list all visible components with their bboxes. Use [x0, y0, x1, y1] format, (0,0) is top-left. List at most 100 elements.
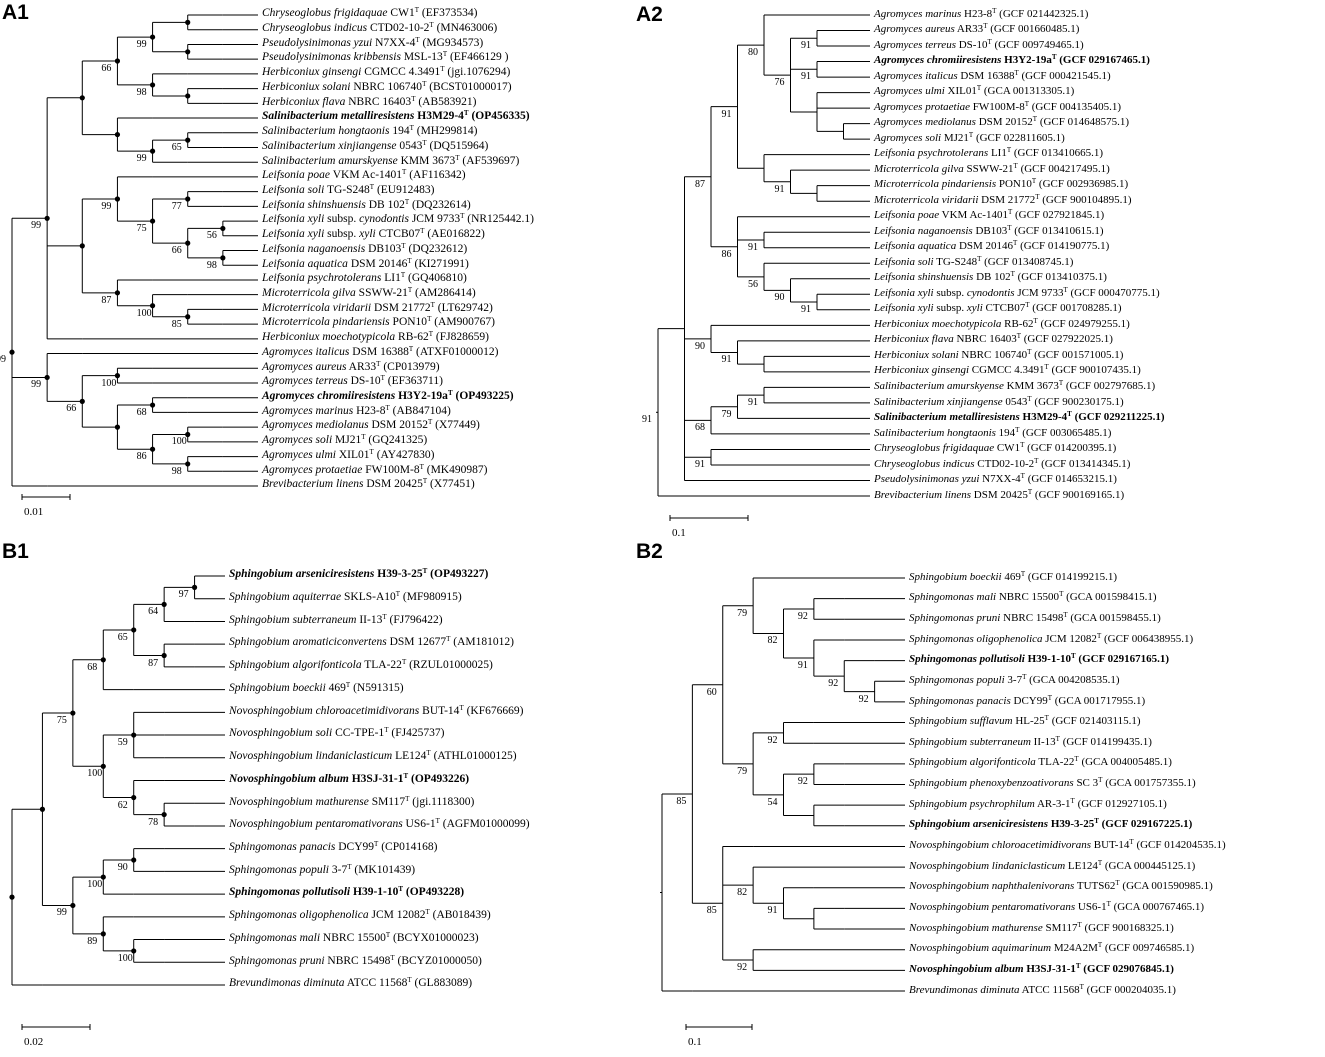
- taxon-label: Sphingobium arseniciresistens H39-3-25T …: [909, 817, 1193, 831]
- taxon-label: Agromyces terreus DS-10T (GCF 009749465.…: [874, 37, 1084, 51]
- taxon-label: Novosphingobium chloroacetimidivorans BU…: [229, 703, 524, 717]
- taxon-label: Agromyces protaetiae FW100M-8T (GCF 0041…: [874, 99, 1121, 113]
- taxon-label: Brevundimonas diminuta ATCC 11568T (GL88…: [229, 976, 473, 990]
- bootstrap-value: 75: [136, 223, 147, 235]
- bootstrap-value: 100: [87, 768, 103, 780]
- bootstrap-value: 85: [171, 318, 182, 330]
- taxon-label: Sphingomonas panacis DCY99T (GCA 0017179…: [909, 693, 1146, 707]
- taxon-label: Novosphingobium album H3SJ-31-1T (GCF 02…: [909, 961, 1174, 975]
- bootstrap-value: 87: [148, 657, 159, 669]
- bootstrap-value: 99: [101, 200, 112, 212]
- taxon-label: Leifsonia psychrotolerans LI1T (GCF 0134…: [874, 146, 1104, 160]
- bootstrap-value: 98: [206, 259, 217, 271]
- taxon-label: Sphingobium aromaticiconvertens DSM 1267…: [229, 635, 514, 649]
- bootstrap-value: 66: [171, 245, 182, 257]
- bootstrap-value: 100: [171, 436, 187, 448]
- taxon-label: Sphingomonas populi 3-7T (GCA 004208535.…: [909, 672, 1120, 686]
- taxon-label: Novosphingobium pentaromativorans US6-1T…: [909, 900, 1205, 914]
- taxon-label: Pseudolysinimonas yzui N7XX-4T (MG934573…: [262, 35, 484, 49]
- taxon-label: Sphingobium phenoxybenzoativorans SC 3T …: [909, 776, 1196, 790]
- taxon-label: Chryseoglobus indicus CTD02-10-2T (MN463…: [262, 21, 498, 35]
- panel-label-b1: B1: [2, 540, 29, 563]
- taxon-label: Novosphingobium naphthalenivorans TUTS62…: [909, 879, 1213, 893]
- taxon-label: Microterricola pindariensis PON10T (GCF …: [874, 177, 1129, 191]
- bootstrap-value: 76: [774, 77, 785, 89]
- taxon-label: Sphingobium aquiterrae SKLS-A10T (MF9809…: [229, 590, 462, 604]
- taxon-label: Sphingobium boeckii 469T (N591315): [229, 680, 404, 694]
- bootstrap-value: 82: [767, 635, 778, 647]
- taxon-label: Brevibacterium linens DSM 20425T (X77451…: [262, 477, 475, 491]
- taxon-label: Novosphingobium mathurense SM117T (GCF 9…: [909, 920, 1174, 934]
- taxon-label: Salinibacterium hongtaonis 194T (GCF 003…: [874, 425, 1112, 439]
- panel-label-a2: A2: [636, 3, 663, 26]
- taxon-label: Microterricola viridarii DSM 21772T (LT6…: [262, 300, 493, 314]
- taxon-label: Herbiconiux flava NBRC 16403T (GCF 02792…: [874, 332, 1113, 346]
- taxon-label: Agromyces mediolanus DSM 20152T (X77449): [262, 418, 480, 432]
- bootstrap-value: 92: [797, 610, 808, 622]
- bootstrap-value: 68: [136, 407, 147, 419]
- taxon-label: Herbiconiux moechotypicola RB-62T (FJ828…: [262, 330, 489, 344]
- bootstrap-value: 99: [136, 153, 147, 165]
- bootstrap-value: 64: [148, 606, 159, 618]
- node-dot: [44, 215, 50, 221]
- bootstrap-value: 68: [695, 422, 705, 434]
- bootstrap-value: 91: [801, 71, 811, 83]
- taxon-label: Agromyces protaetiae FW100M-8T (MK490987…: [262, 462, 488, 476]
- bootstrap-value: 79: [737, 607, 748, 619]
- panel-label-a1: A1: [2, 1, 29, 24]
- bootstrap-value: 100: [117, 952, 133, 964]
- bootstrap-value: 66: [101, 62, 112, 74]
- taxon-label: Leifsonia xyli subsp. xyli CTCB07T (AE01…: [262, 227, 485, 241]
- taxon-label: Sphingomonas pollutisoli H39-1-10T (OP49…: [229, 885, 465, 899]
- taxon-label: Novosphingobium lindaniclasticum LE124T …: [909, 858, 1196, 872]
- taxon-label: Leifsonia xyli subsp. cynodontis JCM 973…: [874, 285, 1160, 299]
- taxon-label: Chryseoglobus frigidaquae CW1T (EF373534…: [262, 6, 478, 20]
- bootstrap-value: 80: [748, 47, 758, 59]
- bootstrap-value: 65: [117, 631, 128, 643]
- bootstrap-value: 91: [797, 660, 808, 672]
- scale-bar-label: 0.01: [24, 506, 44, 518]
- taxon-label: Sphingobium arseniciresistens H39-3-25T …: [229, 567, 489, 581]
- bootstrap-value: 99: [56, 907, 67, 919]
- bootstrap-value: 68: [87, 661, 98, 673]
- taxon-label: Pseudolysinimonas yzui N7XX-4T (GCF 0146…: [874, 472, 1117, 486]
- bootstrap-value: 92: [737, 962, 748, 974]
- bootstrap-value: 90: [117, 862, 128, 874]
- taxon-label: Sphingobium subterraneum II-13T (GCF 014…: [909, 734, 1152, 748]
- taxon-label: Leifsonia aquatica DSM 20146T (KI271991): [262, 256, 469, 270]
- taxon-label: Novosphingobium pentaromativorans US6-1T…: [229, 817, 530, 831]
- taxon-label: Sphingobium algorifonticola TLA-22T (GCA…: [909, 755, 1172, 769]
- bootstrap-value: 99: [136, 39, 147, 51]
- taxon-label: Leifsonia soli TG-S248T (GCF 013408745.1…: [874, 254, 1074, 268]
- taxon-label: Agromyces mediolanus DSM 20152T (GCF 014…: [874, 115, 1130, 129]
- bootstrap-value: 54: [767, 796, 778, 808]
- taxon-label: Salinibacterium amurskyense KMM 3673T (G…: [874, 379, 1156, 392]
- taxon-label: Agromyces chromiiresistens H3Y2-19aT (GC…: [874, 53, 1150, 67]
- bootstrap-value: 98: [136, 86, 147, 98]
- taxon-label: Agromyces ulmi XIL01T (AY427830): [262, 447, 435, 461]
- bootstrap-value: 75: [56, 715, 67, 727]
- taxon-label: Sphingobium sufflavum HL-25T (GCF 021403…: [909, 714, 1141, 728]
- taxon-label: Microterricola gilva SSWW-21T (AM286414): [262, 285, 476, 299]
- taxon-label: Sphingomonas panacis DCY99T (CP014168): [229, 839, 438, 853]
- bootstrap-value: 91: [695, 459, 705, 471]
- node-dot: [44, 374, 50, 381]
- bootstrap-value: 56: [748, 278, 758, 290]
- bootstrap-value: 85: [706, 905, 717, 917]
- taxon-label: Microterricola pindariensis PON10T (AM90…: [262, 315, 495, 329]
- taxon-label: Leifsonia poae VKM Ac-1401T (GCF 0279218…: [874, 208, 1105, 222]
- bootstrap-value: 92: [767, 734, 778, 746]
- taxon-label: Agromyces terreus DS-10T (EF363711): [262, 374, 443, 388]
- taxon-label: Agromyces marinus H23-8T (AB847104): [262, 403, 451, 417]
- taxon-label: Sphingomonas pruni NBRC 15498T (BCYZ0100…: [229, 953, 482, 967]
- taxon-label: Leifsonia naganoensis DB103T (DQ232612): [262, 241, 468, 255]
- bootstrap-value: 86: [136, 451, 147, 463]
- bootstrap-value: 62: [117, 799, 128, 811]
- taxon-label: Sphingomonas populi 3-7T (MK101439): [229, 862, 416, 876]
- taxon-label: Agromyces chromiiresistens H3Y2-19aT (OP…: [262, 389, 514, 403]
- taxon-label: Herbiconiux moechotypicola RB-62T (GCF 0…: [874, 316, 1130, 330]
- taxon-label: Sphingomonas pruni NBRC 15498T (GCA 0015…: [909, 610, 1161, 624]
- node-dot: [39, 806, 46, 812]
- taxon-label: Leifsonia shinshuensis DB 102T (DQ232614…: [262, 197, 471, 211]
